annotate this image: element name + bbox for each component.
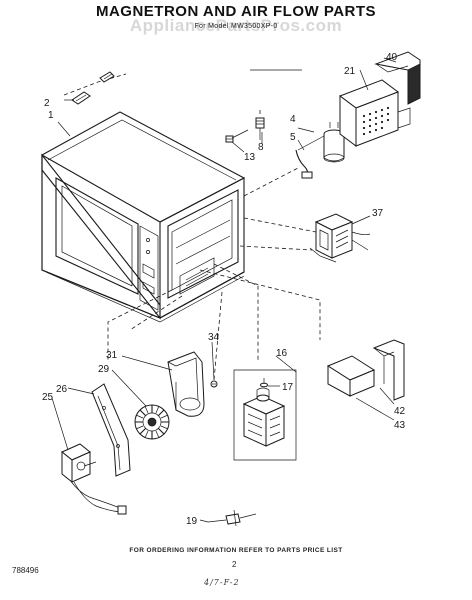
callout-34: 34 [208,332,220,343]
callout-8: 8 [258,142,264,153]
watermark: AppliancePartsPros.com [129,16,343,35]
callout-25: 25 [42,392,54,403]
part-31-air-duct [167,351,205,417]
part-29-fan-blade [134,404,170,440]
part-13 [225,135,245,153]
callout-4: 4 [290,114,296,125]
callout-37: 37 [372,208,384,219]
callout-17: 17 [282,382,294,393]
part-21-filter-box [338,79,411,147]
part-19-diode [207,509,257,527]
part-8 [255,110,265,140]
callout-29: 29 [98,364,110,375]
callout-43: 43 [394,420,406,431]
cabinet-assembly [41,111,246,323]
screw-part [63,71,127,105]
ordering-note: FOR ORDERING INFORMATION REFER TO PARTS … [129,547,343,554]
page-number: 2 [232,560,237,569]
part-37-transformer [309,213,371,263]
handwritten-code: 4/7-F-2 [204,578,240,587]
part-42-bracket [372,339,405,401]
callout-16: 16 [276,348,288,359]
callout-26: 26 [56,384,68,395]
callout-5: 5 [290,132,296,143]
callout-40: 40 [386,52,398,63]
part-4-5-wire [295,135,325,179]
page-title: MAGNETRON AND AIR FLOW PARTS [95,3,377,20]
part-26-bracket [91,383,131,477]
callout-31: 31 [106,350,118,361]
document-number: 788496 [12,566,39,575]
callout-19: 19 [186,516,198,527]
capacitor [323,122,345,163]
callout-2: 2 [44,98,50,109]
callout-21: 21 [344,66,356,77]
part-40-cover [374,51,421,105]
part-34-screw [210,380,218,388]
part-16-magnetron [233,369,297,461]
model-line: For Model MW3500XP-0 [194,23,278,30]
callout-13: 13 [244,152,256,163]
callout-42: 42 [394,406,406,417]
part-43-cover [326,355,376,397]
part-25-fan-motor [61,443,127,515]
callout-1: 1 [48,110,54,121]
